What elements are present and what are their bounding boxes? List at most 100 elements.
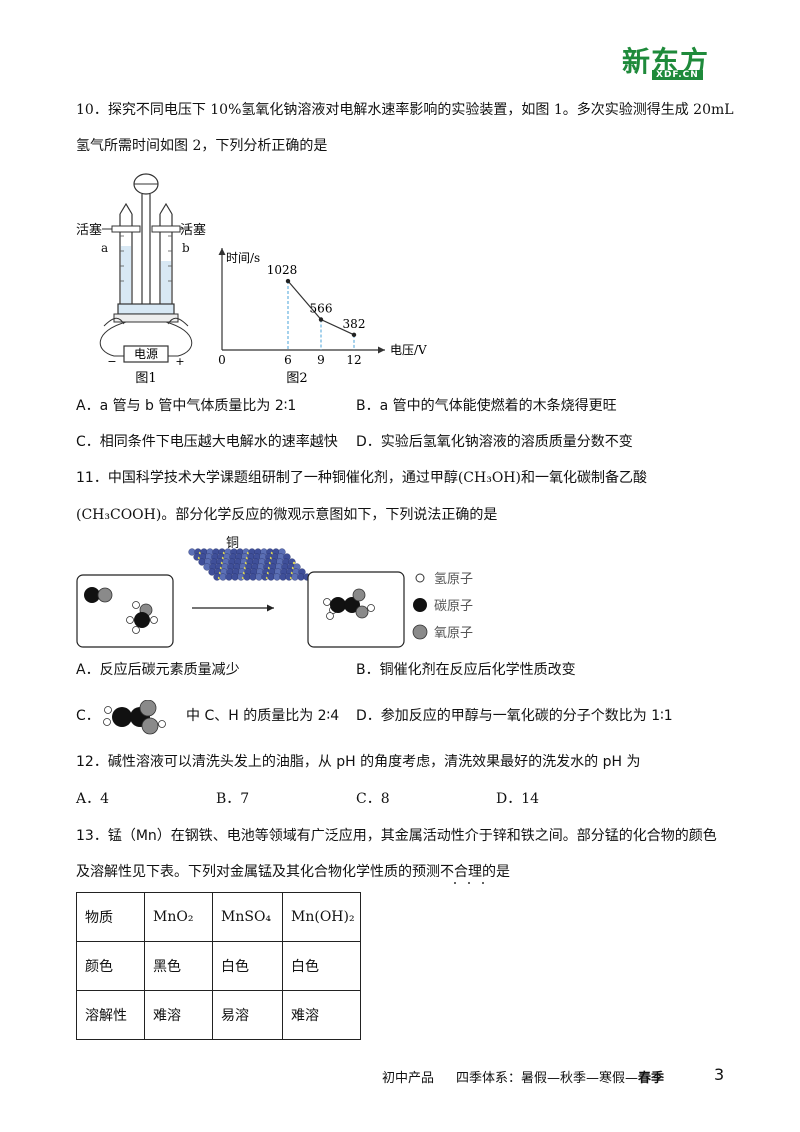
- catalyst-site: [292, 561, 296, 565]
- q10-stem-line1: 10．探究不同电压下 10%氢氧化钠溶液对电解水速率影响的实验装置，如图 1。多…: [76, 102, 734, 118]
- emphasis-dots: [448, 882, 488, 886]
- q10-figure2-chart: 时间/s 电压/V 0 1028 6 566 9 382 12 图2: [218, 248, 427, 386]
- copper-atom: [219, 573, 227, 581]
- copper-catalyst-slab: [188, 548, 311, 581]
- copper-atom: [291, 573, 299, 581]
- copper-atom: [243, 573, 251, 581]
- table-cell: 易溶: [212, 990, 283, 1040]
- copper-atom: [203, 563, 211, 571]
- table-cell: 白色: [282, 941, 361, 991]
- table-header-cell: MnO₂: [144, 892, 213, 942]
- stopcock-b: [151, 225, 181, 233]
- data-point: [285, 278, 291, 284]
- x-tick-label: 12: [346, 353, 361, 367]
- data-label: 1028: [267, 263, 298, 277]
- tube-b-liquid: [161, 261, 171, 304]
- copper-atom: [267, 573, 275, 581]
- data-label: 382: [343, 317, 366, 331]
- footer-series-text: 四季体系：暑假—秋季—寒假—: [456, 1071, 639, 1086]
- q11-stem-line2: (CH₃COOH)。部分化学反应的微观示意图如下，下列说法正确的是: [76, 505, 497, 525]
- q12-option-b: B．7: [216, 791, 250, 807]
- x-axis-label: 电压/V: [390, 343, 427, 357]
- legend-oxygen-icon: [412, 624, 428, 640]
- tube-label-b: b: [182, 241, 190, 255]
- copper-atom: [249, 573, 257, 581]
- data-point: [351, 332, 357, 338]
- q10-option-a: A．a 管与 b 管中气体质量比为 2∶1: [76, 398, 297, 414]
- copper-atom: [255, 573, 263, 581]
- copper-atom: [297, 573, 305, 581]
- table-header-cell: 物质: [76, 892, 145, 942]
- q12-stem: 12．碱性溶液可以清洗头发上的油脂，从 pH 的角度考虑，清洗效果最好的洗发水的…: [76, 754, 641, 770]
- q11-stem-line1: 11．中国科学技术大学课题组研制了一种铜催化剂，通过甲醇(CH₃OH)和一氧化碳…: [76, 468, 647, 488]
- footer-series: 四季体系：暑假—秋季—寒假—春季: [456, 1067, 664, 1086]
- table-row: 颜色 黑色 白色 白色: [76, 941, 361, 991]
- q11-option-c-text: 中 C、H 的质量比为 2∶4: [186, 708, 340, 724]
- power-label: 电源: [134, 347, 158, 361]
- q10-option-c: C．相同条件下电压越大电解水的速率越快: [76, 434, 338, 450]
- xdf-logo: 新东方 XDF.CN: [622, 40, 742, 84]
- stopcock-label-right: 活塞: [180, 223, 207, 238]
- q10-stem-line2: 氢气所需时间如图 2，下列分析正确的是: [76, 138, 328, 154]
- footer-series-current: 春季: [638, 1071, 665, 1086]
- q13-compound-table: 物质 MnO₂ MnSO₄ Mn(OH)₂ 颜色 黑色 白色 白色 溶解性 难溶…: [76, 892, 361, 1040]
- power-source: [123, 345, 169, 363]
- q11-option-c-prefix: C．: [76, 708, 100, 724]
- copper-atom: [273, 573, 281, 581]
- table-cell: 白色: [212, 941, 283, 991]
- figure1-caption: 图1: [135, 371, 156, 386]
- copper-atom: [279, 573, 287, 581]
- stopcock-a: [111, 225, 141, 233]
- table-row: 物质 MnO₂ MnSO₄ Mn(OH)₂: [76, 892, 361, 942]
- copper-atom: [231, 573, 239, 581]
- co-carbon-atom: [84, 587, 100, 603]
- origin-label: 0: [218, 353, 226, 367]
- tube-a-liquid: [121, 246, 131, 304]
- y-axis-label: 时间/s: [226, 251, 260, 265]
- svg-text:−: −: [107, 355, 116, 368]
- q10-option-d: D．实验后氢氧化钠溶液的溶质质量分数不变: [356, 434, 633, 450]
- catalyst-label: 铜: [226, 536, 240, 551]
- logo-english: XDF.CN: [652, 70, 703, 80]
- table-cell: 黑色: [144, 941, 213, 991]
- table-header-cell: MnSO₄: [212, 892, 283, 942]
- q11-reaction-diagram: 氢原子 碳原子 氧原子: [76, 548, 473, 648]
- stopcock-label-left: 活塞: [76, 223, 103, 238]
- reactants-box: [76, 574, 174, 648]
- q13-stem-line1: 13．锰（Mn）在钢铁、电池等领域有广泛应用，其金属活动性介于锌和铁之间。部分锰…: [76, 828, 717, 844]
- copper-atom: [225, 573, 233, 581]
- legend-hydrogen: 氢原子: [434, 572, 473, 587]
- q12-option-d: D．14: [496, 791, 540, 807]
- copper-atom: [188, 548, 196, 556]
- q12-option-c: C．8: [356, 791, 390, 807]
- q11-methanol-formula: (CH₃OH): [457, 470, 521, 486]
- data-point: [318, 317, 324, 322]
- data-label: 566: [310, 302, 333, 316]
- q13-stem-line2: 及溶解性见下表。下列对金属锰及其化合物化学性质的预测不合理的是: [76, 864, 510, 880]
- table-cell: 难溶: [282, 990, 361, 1040]
- q12-option-a: A．4: [76, 791, 110, 807]
- x-tick-label: 6: [284, 353, 292, 367]
- legend-carbon-icon: [413, 598, 427, 612]
- q10-figure1-apparatus: 电源 − + 图1: [99, 173, 193, 386]
- q11-option-c-molecule: [103, 700, 166, 735]
- q10-option-b: B．a 管中的气体能使燃着的木条烧得更旺: [356, 398, 617, 414]
- q11-option-a: A．反应后碳元素质量减少: [76, 662, 240, 678]
- table-row: 溶解性 难溶 易溶 难溶: [76, 990, 361, 1040]
- figure2-caption: 图2: [286, 371, 307, 386]
- legend-hydrogen-icon: [415, 573, 425, 583]
- table-cell: 溶解性: [76, 990, 145, 1040]
- q11-stem-part1: 11．中国科学技术大学课题组研制了一种铜催化剂，通过甲醇: [76, 470, 458, 486]
- x-tick-label: 9: [317, 353, 325, 367]
- table-cell: 颜色: [76, 941, 145, 991]
- table-header-cell: Mn(OH)₂: [282, 892, 361, 942]
- table-cell: 难溶: [144, 990, 213, 1040]
- q11-acetic-formula: (CH₃COOH): [76, 507, 162, 523]
- tube-label-a: a: [101, 241, 109, 255]
- q11-option-d: D．参加反应的甲醇与一氧化碳的分子个数比为 1∶1: [356, 708, 673, 724]
- legend-carbon: 碳原子: [434, 599, 473, 614]
- q11-stem-part2: 和一氧化碳制备乙酸: [520, 470, 647, 486]
- legend-oxygen: 氧原子: [434, 626, 473, 641]
- svg-text:+: +: [175, 355, 184, 368]
- footer-product: 初中产品: [382, 1071, 435, 1086]
